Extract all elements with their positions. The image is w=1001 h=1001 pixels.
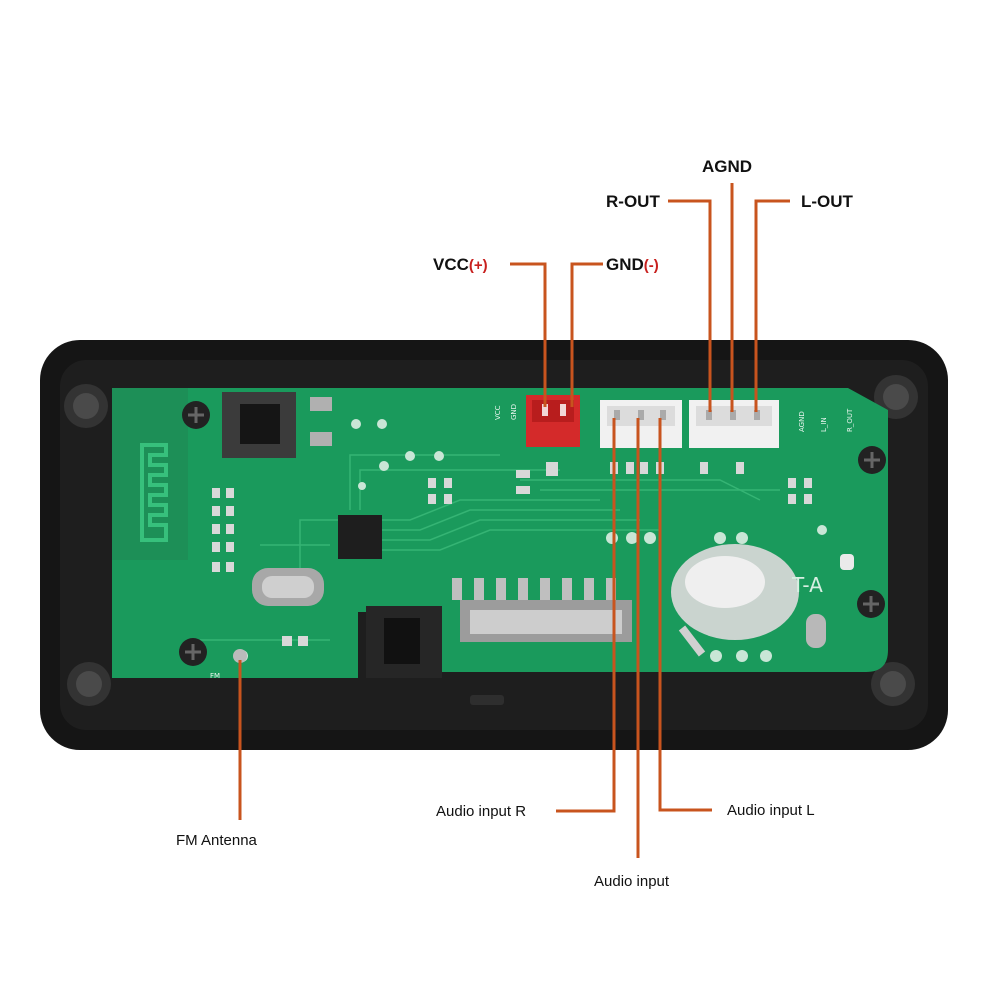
- silk-l-in: L_IN: [820, 417, 828, 432]
- label-audio-input: Audio input: [594, 873, 670, 890]
- mounting-hole: [64, 384, 108, 428]
- screw: [179, 638, 207, 666]
- fm-antenna-pad: [233, 649, 247, 663]
- label-audio-input-r: Audio input R: [436, 803, 526, 820]
- screw: [858, 446, 886, 474]
- power-connector: [526, 395, 580, 447]
- mounting-hole: [67, 662, 111, 706]
- silk-fm: FM: [210, 672, 220, 680]
- label-agnd: AGND: [702, 157, 752, 176]
- label-fm-antenna: FM Antenna: [176, 832, 258, 849]
- silk-agnd: AGND: [798, 411, 806, 432]
- audio-output-connector: [689, 400, 779, 448]
- silk-vcc: VCC: [494, 405, 502, 420]
- screw: [182, 401, 210, 429]
- display-header-pins: [452, 578, 616, 600]
- pcb-board: [112, 388, 888, 678]
- mounting-hole: [871, 662, 915, 706]
- label-vcc-sign: (+): [469, 257, 488, 274]
- leader-gnd: [570, 262, 603, 407]
- screw: [857, 590, 885, 618]
- label-l-out: L-OUT: [801, 192, 854, 211]
- label-vcc: VCC(+): [433, 255, 488, 274]
- main-chip: [338, 515, 382, 559]
- label-gnd: GND(-): [606, 255, 659, 274]
- leader-r-out: [668, 199, 712, 412]
- leader-l-out: [754, 199, 790, 412]
- silk-r-out: R_OUT: [846, 408, 854, 432]
- audio-input-connector: [600, 400, 682, 448]
- silk-gnd: GND: [510, 404, 518, 420]
- leader-vcc: [510, 262, 547, 407]
- label-gnd-sign: (-): [644, 257, 659, 274]
- label-audio-input-l: Audio input L: [727, 802, 815, 819]
- mounting-hole: [874, 375, 918, 419]
- pcb-antenna-trace: [140, 443, 168, 542]
- leader-lines: [238, 183, 790, 858]
- label-r-out: R-OUT: [606, 192, 660, 211]
- frame-slot: [470, 695, 504, 705]
- leader-audio-input-r: [556, 418, 616, 813]
- leader-audio-input-l: [658, 418, 712, 812]
- silk-version: T-A: [791, 573, 823, 597]
